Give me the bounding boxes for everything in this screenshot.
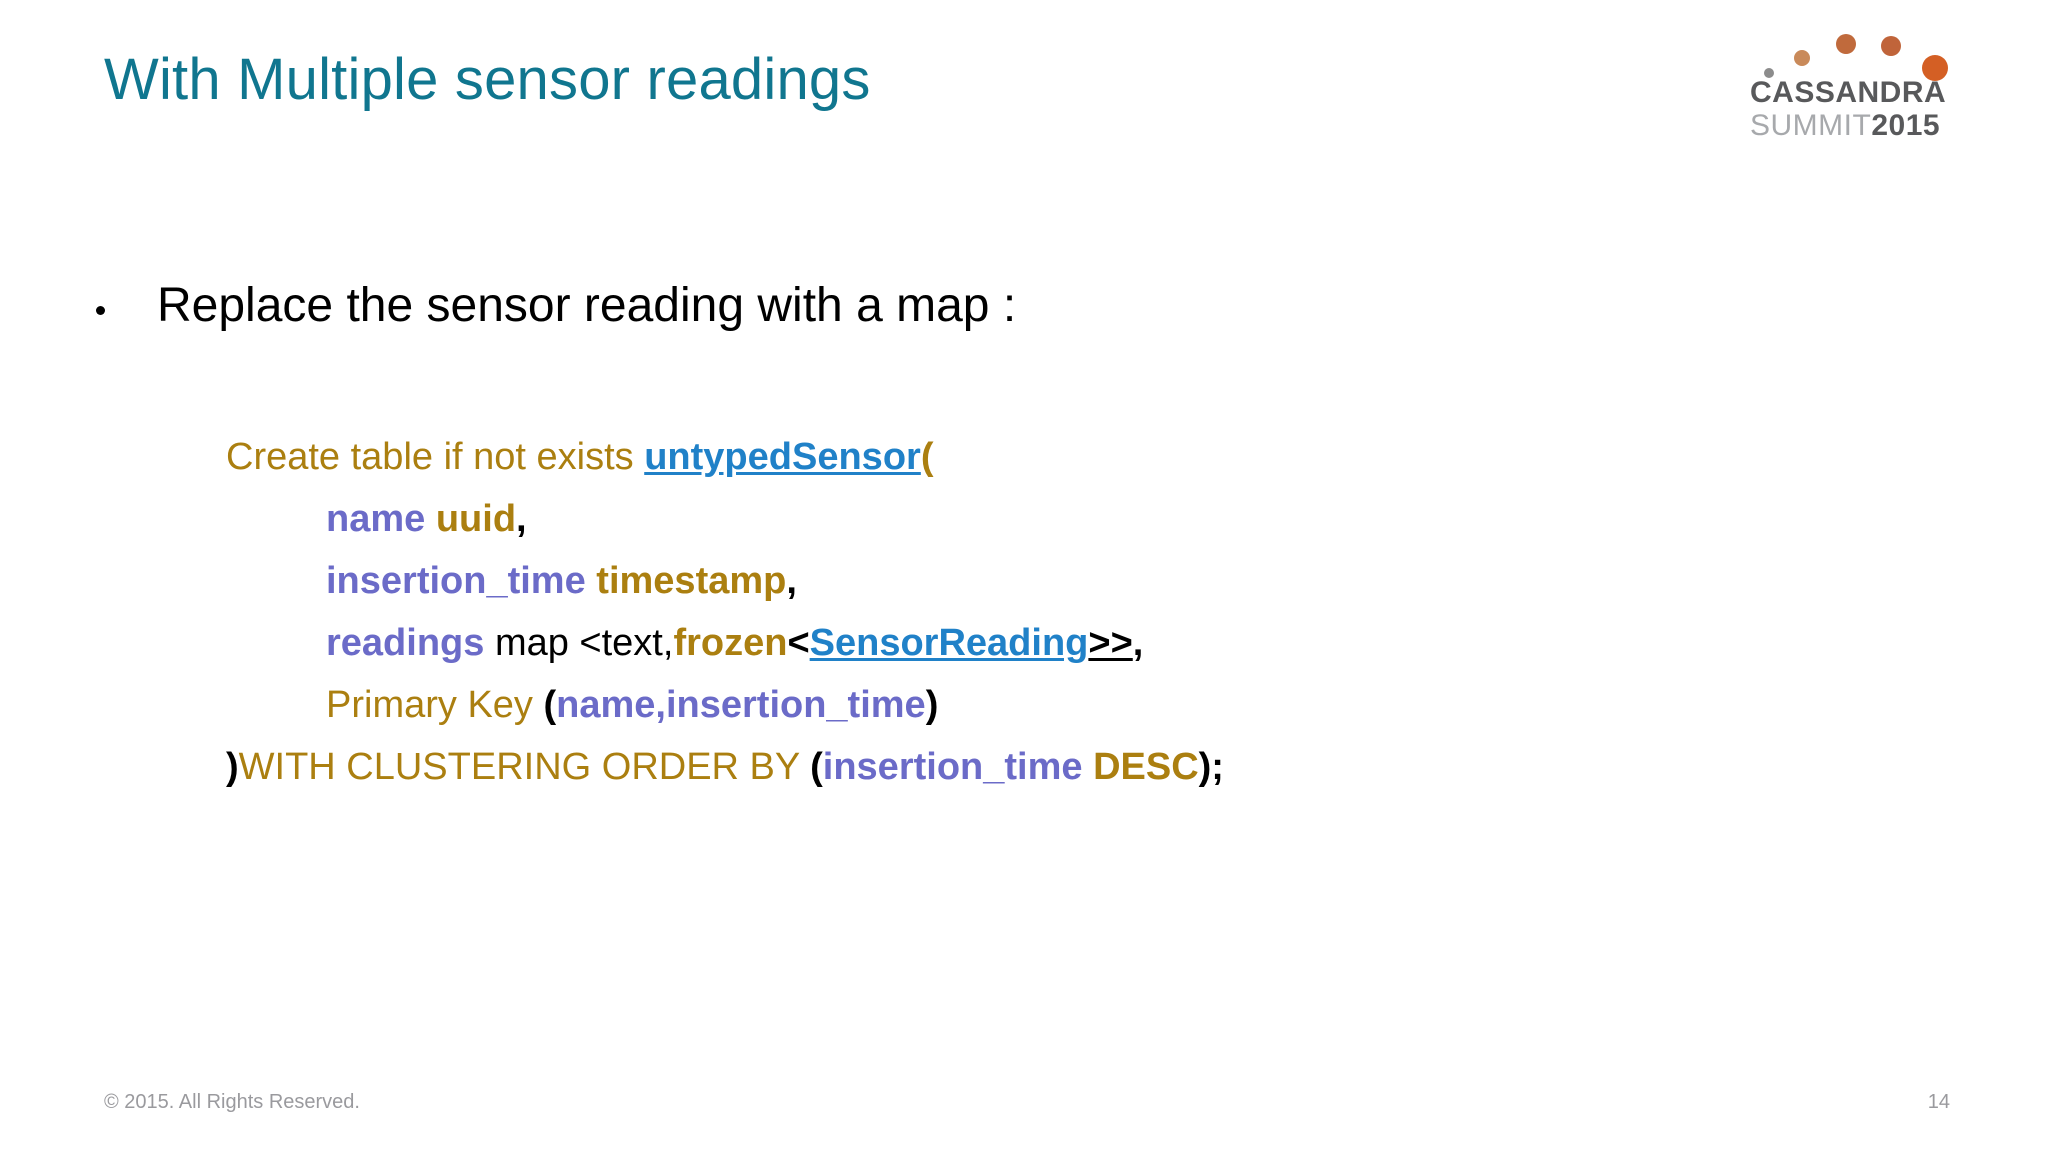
logo-brand-text: CASSANDRA — [1750, 76, 1947, 109]
token-primary-key: Primary Key — [326, 684, 544, 726]
cql-code-block: Create table if not exists untypedSensor… — [226, 426, 1224, 798]
token-column-insertion-time: insertion_time — [326, 560, 586, 602]
token-pk-close-paren: ) — [925, 684, 939, 726]
code-line-create-table: Create table if not exists untypedSensor… — [226, 426, 1224, 488]
token-co-column: insertion_time — [822, 746, 1083, 788]
code-line-clustering-order: )WITH CLUSTERING ORDER BY (insertion_tim… — [226, 736, 1224, 798]
token-comma-2: , — [786, 560, 797, 602]
token-column-readings: readings — [326, 622, 485, 664]
logo-dot-3 — [1836, 34, 1856, 54]
token-comma-3: , — [1132, 622, 1144, 664]
token-pk-columns: name,insertion_time — [556, 684, 926, 726]
bullet-marker-icon — [96, 306, 105, 315]
token-space-1 — [425, 498, 436, 540]
token-co-open-paren: ( — [810, 746, 823, 788]
logo-wordmark: CASSANDRA SUMMIT2015 — [1750, 78, 1990, 141]
logo-dot-2 — [1794, 50, 1810, 66]
token-pk-open-paren: ( — [543, 684, 557, 726]
token-column-name: name — [326, 498, 426, 540]
token-open-paren: ( — [920, 436, 934, 478]
logo-year-text: 2015 — [1871, 109, 1941, 142]
token-angle-close: >> — [1088, 622, 1133, 664]
logo-dot-arc — [1750, 22, 1990, 84]
bullet-item: Replace the sensor reading with a map : — [96, 278, 1016, 333]
page-title: With Multiple sensor readings — [104, 47, 871, 112]
code-line-name-uuid: name uuid, — [226, 488, 1224, 550]
logo-dot-1 — [1764, 68, 1774, 78]
logo-event-text: SUMMIT — [1750, 109, 1872, 142]
token-frozen: frozen — [673, 622, 788, 664]
footer-page-number: 14 — [1927, 1091, 1950, 1113]
token-angle-open: < — [787, 622, 810, 664]
token-close-paren: ) — [226, 746, 239, 788]
token-space-3 — [1083, 746, 1094, 788]
token-comma-1: , — [516, 498, 527, 540]
token-table-name: untypedSensor — [644, 436, 921, 478]
logo-subline: SUMMIT2015 — [1750, 111, 1990, 141]
token-desc: DESC — [1093, 746, 1199, 788]
token-with-clustering-order-by: WITH CLUSTERING ORDER BY — [238, 746, 811, 788]
token-type-uuid: uuid — [435, 498, 517, 540]
logo-dot-4 — [1881, 36, 1901, 56]
token-type-timestamp: timestamp — [596, 560, 787, 602]
code-line-insertion-time: insertion_time timestamp, — [226, 550, 1224, 612]
token-create-table: Create table if not exists — [226, 436, 645, 478]
bullet-label: Replace the sensor reading with a map : — [157, 279, 1017, 332]
token-udt-sensorreading: SensorReading — [809, 622, 1089, 664]
token-space-2 — [586, 560, 597, 602]
footer-copyright: © 2015. All Rights Reserved. — [104, 1091, 360, 1113]
code-line-readings-map: readings map <text,frozen<SensorReading>… — [226, 612, 1224, 674]
token-statement-end: ); — [1198, 746, 1224, 788]
logo-dot-5 — [1922, 55, 1948, 81]
cassandra-summit-logo: CASSANDRA SUMMIT2015 — [1750, 22, 1990, 144]
code-line-primary-key: Primary Key (name,insertion_time) — [226, 674, 1224, 736]
token-map-text: map <text, — [484, 622, 674, 664]
